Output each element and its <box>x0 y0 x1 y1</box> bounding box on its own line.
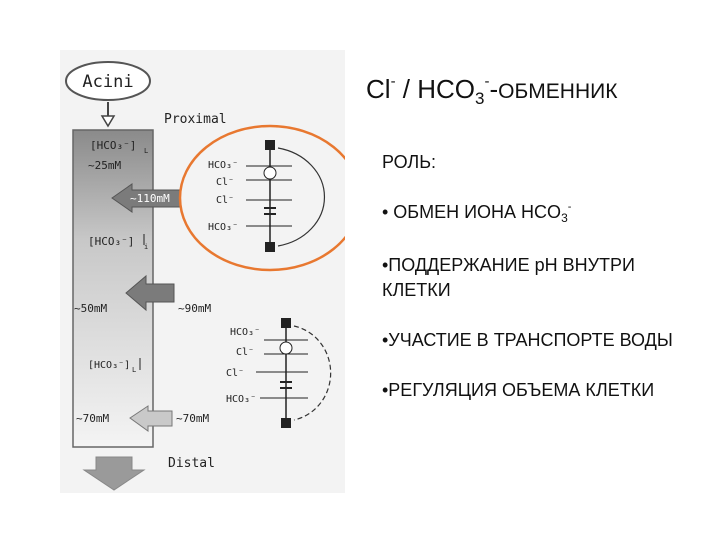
arrow-50 <box>125 274 175 312</box>
conc-70-left: ~70mM <box>76 412 109 425</box>
acini-arrow-head <box>100 115 116 128</box>
exchanger-highlight <box>178 124 362 272</box>
title-cl-charge: - <box>390 73 396 90</box>
exch1-junction-bottom <box>265 242 275 252</box>
hco3-lumen-top-sub: L <box>144 147 148 155</box>
acini-label: Acini <box>82 72 133 92</box>
bullet-item-exchange-sup: - <box>567 201 572 213</box>
conc-70-right: ~70mM <box>176 412 209 425</box>
distal-arrow <box>82 456 146 491</box>
title-rest: ОБМЕННИК <box>498 80 618 103</box>
distal-label: Distal <box>168 456 215 471</box>
hco3-lumen-low: [HCO₃⁻] <box>88 360 130 371</box>
bullet-item-exchange-text: • ОБМЕН ИОНА HCO <box>382 202 562 222</box>
conc-90: ~90mM <box>178 302 211 315</box>
duct-figure: Acini Proximal [HCO₃⁻] L ~25mM ~110mM [H… <box>60 50 362 493</box>
exchanger-2: HCO₃⁻ Cl⁻ Cl⁻ HCO₃⁻ <box>226 318 332 428</box>
title-sep: / HCO <box>395 74 476 104</box>
arrow-70 <box>129 405 173 432</box>
exch1-cell-outline <box>277 147 326 247</box>
exch1-hco3-b: HCO₃⁻ <box>208 222 238 233</box>
exch2-transporter <box>279 341 293 355</box>
exch2-hco3-a: HCO₃⁻ <box>230 327 260 338</box>
exch1-transporter <box>263 166 277 180</box>
title-dash: - <box>489 74 499 104</box>
exchanger-1: HCO₃⁻ Cl⁻ Cl⁻ HCO₃⁻ <box>208 140 326 252</box>
exch1-junction-top <box>265 140 275 150</box>
duct-diagram: Acini Proximal [HCO₃⁻] L ~25mM ~110mM [H… <box>65 61 362 491</box>
proximal-label: Proximal <box>164 112 227 127</box>
slide-title: Cl- / HCO3--ОБМЕННИК <box>366 73 618 108</box>
title-hco3-charge: - <box>484 73 490 90</box>
exch2-junction-top <box>281 318 291 328</box>
exch2-cl-a: Cl⁻ <box>236 347 254 358</box>
bullet-item-ph: •ПОДДЕРЖАНИЕ pH ВНУТРИ КЛЕТКИ <box>382 255 635 300</box>
acini-oval <box>65 61 151 101</box>
exch1-cl-a: Cl⁻ <box>216 177 234 188</box>
hco3-lumen-low-sub: L <box>132 366 136 374</box>
conc-50: ~50mM <box>74 302 107 315</box>
exch2-cell-outline <box>293 325 332 421</box>
bullet-item-volume: •РЕГУЛЯЦИЯ ОБЪЕМА КЛЕТКИ <box>382 380 655 400</box>
bullet-item-exchange-sub: 3 <box>561 211 568 225</box>
exch2-junction-bottom <box>281 418 291 428</box>
exch2-cl-b: Cl⁻ <box>226 368 244 379</box>
exch1-cl-b: Cl⁻ <box>216 195 234 206</box>
exch1-hco3-a: HCO₃⁻ <box>208 160 238 171</box>
conc-110: ~110mM <box>130 192 170 205</box>
exch2-hco3-b: HCO₃⁻ <box>226 394 256 405</box>
title-cl: Cl <box>366 74 391 104</box>
hco3-lumen-top: [HCO₃⁻] <box>90 139 136 152</box>
title-sub3: 3 <box>475 89 485 108</box>
hco3-intra: [HCO₃⁻] <box>88 235 134 248</box>
conc-25: ~25mM <box>88 159 121 172</box>
hco3-intra-sub: i <box>144 243 148 251</box>
bullet-list: РОЛЬ: • ОБМЕН ИОНА HCO3- •ПОДДЕРЖАНИЕ pH… <box>382 150 702 428</box>
role-heading: РОЛЬ: <box>382 152 437 172</box>
bullet-item-exchange: • ОБМЕН ИОНА HCO3- <box>382 200 702 228</box>
bullet-item-water: •УЧАСТИЕ В ТРАНСПОРТЕ ВОДЫ <box>382 330 673 350</box>
